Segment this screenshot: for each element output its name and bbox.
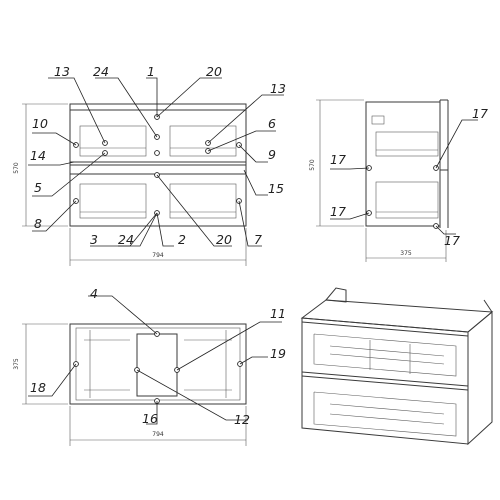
callout-1: 1 — [147, 64, 155, 79]
callout-20-bottom: 20 — [216, 232, 232, 247]
leader-13-right — [207, 94, 284, 144]
leader-9 — [238, 144, 268, 163]
leader-8 — [32, 200, 77, 232]
callout-24-bottom: 24 — [118, 232, 134, 247]
dim-side-height: 570 — [309, 159, 316, 171]
front-carcass — [69, 109, 247, 227]
callout-6: 6 — [268, 116, 276, 131]
leader-7 — [238, 200, 262, 247]
top-outline — [69, 323, 247, 405]
callout-20-top: 20 — [206, 64, 222, 79]
callout-labels: 13 24 1 20 13 10 6 14 9 5 15 8 3 24 2 20… — [30, 64, 488, 427]
callout-13-left: 13 — [54, 64, 70, 79]
callout-16: 16 — [142, 411, 158, 426]
iso-rail — [329, 413, 445, 425]
leader-4 — [88, 295, 158, 335]
leader-17-right-bottom — [435, 225, 456, 235]
callout-15: 15 — [268, 181, 284, 196]
iso-upper-drawer — [313, 333, 457, 377]
side-view: 570 375 — [309, 99, 478, 262]
callout-17-right-top: 17 — [472, 106, 488, 121]
iso-drawer-split-2 — [301, 375, 469, 391]
callout-13-right: 13 — [270, 81, 286, 96]
lower-drawer-right — [169, 183, 237, 219]
iso-backsplash-right — [483, 299, 493, 313]
callout-17-right-bottom: 17 — [444, 233, 460, 248]
callout-19: 19 — [270, 346, 286, 361]
leader-11 — [176, 321, 282, 371]
callout-14: 14 — [30, 148, 46, 163]
iso-lower-drawer — [313, 391, 457, 437]
leader-2 — [156, 212, 174, 247]
iso-rail — [329, 403, 445, 415]
leader-16 — [146, 401, 158, 425]
leader-17-right-top — [435, 119, 478, 169]
lower-drawer-left — [79, 183, 147, 219]
leader-20-bottom — [156, 174, 232, 247]
iso-rail — [329, 345, 445, 357]
side-upper-drawer — [375, 131, 439, 157]
leader-10 — [32, 132, 77, 146]
callout-2: 2 — [178, 232, 186, 247]
iso-backsplash-left — [325, 287, 347, 303]
front-view: 570 794 — [13, 103, 247, 266]
dim-front-width: 794 — [152, 252, 164, 259]
leader-17-left-bottom — [330, 212, 370, 220]
dim-top-width: 794 — [152, 431, 164, 438]
leader-19 — [239, 356, 268, 365]
leader-18 — [28, 363, 77, 397]
iso-top-edge — [301, 321, 469, 337]
iso-drawer-split — [301, 371, 469, 387]
top-inner — [75, 327, 241, 401]
isometric-view — [300, 287, 494, 446]
callout-17-left-bottom: 17 — [330, 204, 346, 219]
dim-top-depth: 375 — [13, 358, 20, 370]
callout-17-left-top: 17 — [330, 152, 346, 167]
leader-20-top — [156, 77, 222, 118]
callout-7: 7 — [254, 232, 262, 247]
side-carcass — [365, 101, 441, 227]
callout-3: 3 — [90, 232, 98, 247]
callout-5: 5 — [34, 180, 42, 195]
leader-17-left-top — [330, 167, 370, 170]
upper-drawer-right — [169, 125, 237, 157]
iso-top — [300, 299, 494, 333]
leader-5 — [32, 152, 106, 197]
dim-side-depth: 375 — [400, 250, 412, 257]
callout-24-top: 24 — [93, 64, 109, 79]
callout-18: 18 — [30, 380, 46, 395]
iso-side — [467, 310, 493, 446]
fixing-point — [154, 150, 160, 156]
front-top-panel — [69, 103, 247, 111]
callout-8: 8 — [34, 216, 42, 231]
leader-15 — [243, 169, 268, 196]
callout-11: 11 — [270, 306, 286, 321]
leader-13-left — [48, 77, 106, 144]
callout-9: 9 — [268, 147, 276, 162]
dim-front-height: 570 — [13, 162, 20, 174]
side-cutout — [371, 115, 385, 125]
callout-10: 10 — [32, 116, 48, 131]
iso-rail — [329, 353, 445, 365]
leader-24-top — [95, 77, 158, 138]
leader-24-bottom — [118, 212, 158, 247]
leader-12 — [136, 369, 248, 421]
leader-6 — [207, 130, 276, 152]
leader-1 — [146, 77, 158, 117]
upper-drawer-left — [79, 125, 147, 157]
top-view: 375 794 — [13, 295, 282, 446]
side-lower-drawer — [375, 181, 439, 219]
leader-14 — [28, 161, 75, 166]
callout-4: 4 — [90, 286, 98, 301]
top-cutout — [136, 333, 178, 397]
callout-12: 12 — [234, 412, 250, 427]
front-leaders — [28, 77, 284, 247]
